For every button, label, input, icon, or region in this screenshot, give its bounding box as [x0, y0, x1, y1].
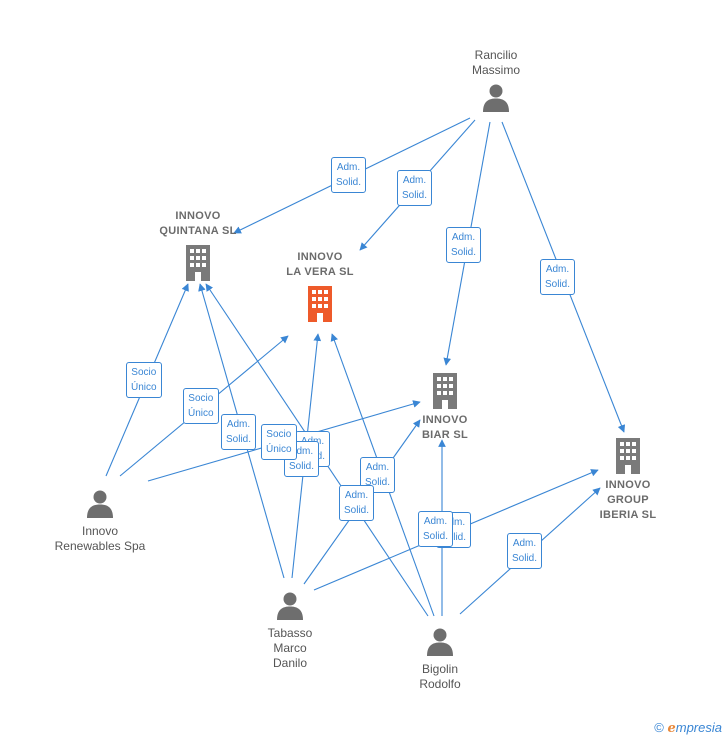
person-icon	[427, 628, 453, 656]
role-box[interactable]: Adm. Solid.	[446, 227, 482, 263]
role-box[interactable]: Socio Único	[183, 388, 219, 424]
role-box[interactable]: Adm. Solid.	[507, 533, 543, 569]
empresia-logo: © empresia	[654, 720, 722, 736]
node-label: INNOVO QUINTANA SL	[159, 210, 237, 237]
node-label: Rancilio Massimo	[471, 48, 520, 77]
building-icon-highlight	[308, 286, 332, 322]
node-innovo-quintana[interactable]: INNOVO QUINTANA SL	[148, 209, 248, 281]
brand-e: e	[667, 721, 676, 736]
node-rancilio-massimo[interactable]: Rancilio Massimo	[446, 48, 546, 112]
role-box[interactable]: Adm. Solid.	[540, 259, 576, 295]
role-box[interactable]: Adm. Solid.	[339, 485, 375, 521]
role-box[interactable]: Adm. Solid.	[418, 511, 454, 547]
node-label: INNOVO LA VERA SL	[286, 251, 354, 278]
building-icon	[186, 245, 210, 281]
node-bigolin-rodolfo[interactable]: Bigolin Rodolfo	[390, 626, 490, 692]
node-label: Bigolin Rodolfo	[419, 662, 461, 691]
person-icon	[87, 490, 113, 518]
brand-rest: mpresia	[675, 720, 722, 735]
copyright-icon: ©	[654, 720, 664, 735]
role-box[interactable]: Socio Único	[261, 424, 297, 460]
node-label: Tabasso Marco Danilo	[267, 626, 313, 670]
node-label: INNOVO BIAR SL	[421, 414, 469, 441]
role-box[interactable]: Adm. Solid.	[331, 157, 367, 193]
node-label: INNOVO GROUP IBERIA SL	[599, 479, 657, 521]
role-box[interactable]: Adm. Solid.	[397, 170, 433, 206]
role-box[interactable]: Socio Único	[126, 362, 162, 398]
node-innovo-group-iberia[interactable]: INNOVO GROUP IBERIA SL	[578, 438, 678, 523]
person-icon	[483, 84, 509, 112]
node-innovo-renewables[interactable]: Innovo Renewables Spa	[40, 488, 160, 554]
node-innovo-la-vera[interactable]: INNOVO LA VERA SL	[270, 250, 370, 322]
person-icon	[277, 592, 303, 620]
building-icon	[433, 373, 457, 409]
node-innovo-biar[interactable]: INNOVO BIAR SL	[395, 373, 495, 443]
node-label: Innovo Renewables Spa	[54, 524, 146, 553]
building-icon	[616, 438, 640, 474]
role-box[interactable]: Adm. Solid.	[221, 414, 257, 450]
node-tabasso-marco-danilo[interactable]: Tabasso Marco Danilo	[240, 590, 340, 671]
